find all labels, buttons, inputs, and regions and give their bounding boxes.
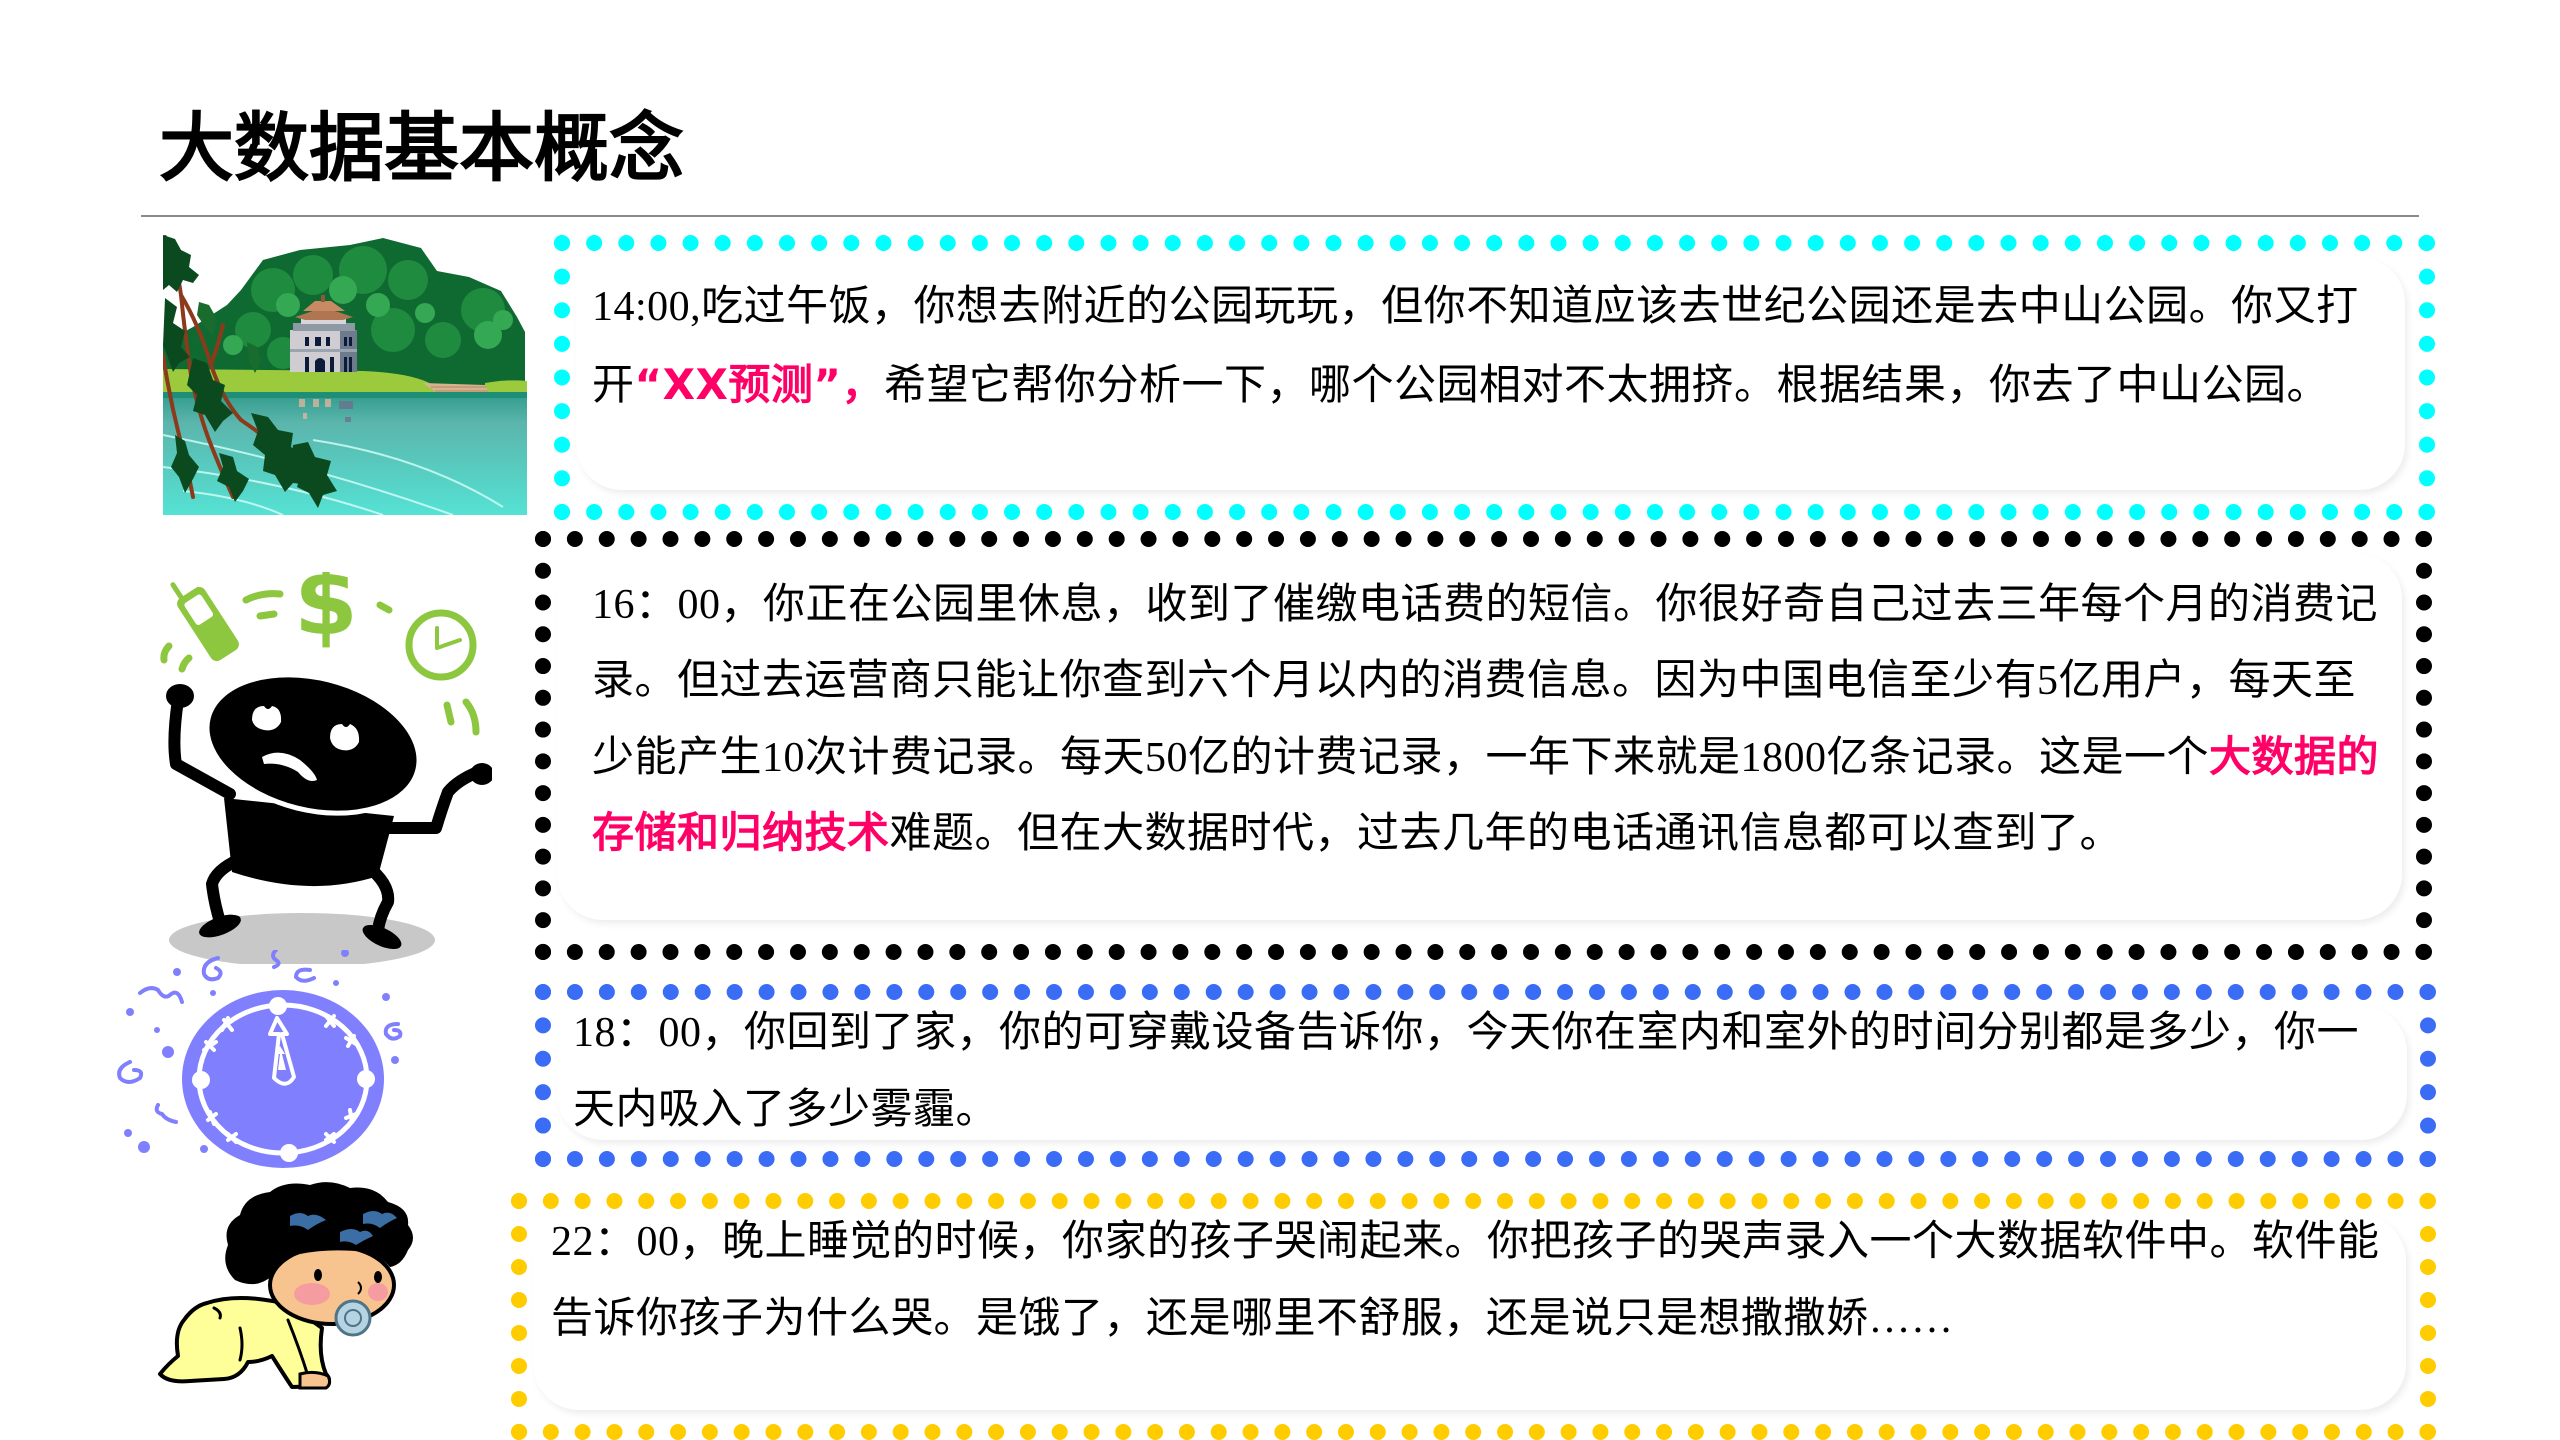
text-segment: 难题。但在大数据时代，过去几年的电话通讯信息都可以查到了。 [889, 811, 2123, 857]
juggling-phone-money-clock-illustration: $ [160, 572, 492, 964]
scenario-card-1600 [535, 531, 2432, 960]
scenario-card-1800 [535, 984, 2436, 1167]
text-segment: 18：00，你回到了家，你的可穿戴设备告诉你，今天你在室内和室外的时间分别都是多… [573, 1010, 2360, 1056]
clock-icon [405, 609, 477, 681]
clock-illustration [117, 950, 403, 1168]
text-segment: 告诉你孩子为什么哭。是饿了，还是哪里不舒服，还是说只是想撒撒娇…… [551, 1296, 1954, 1342]
park-with-pagoda-illustration [163, 235, 527, 515]
text-line: 录。但过去运营商只能让你查到六个月以内的消费信息。因为中国电信至少有5亿用户，每… [592, 643, 2379, 719]
text-line: 14:00,吃过午饭，你想去附近的公园玩玩，但你不知道应该去世纪公园还是去中山公… [592, 269, 2359, 346]
text-segment: 22：00，晚上睡觉的时候，你家的孩子哭闹起来。你把孩子的哭声录入一个大数据软件… [551, 1219, 2380, 1265]
scenario-text-1800: 18：00，你回到了家，你的可穿戴设备告诉你，今天你在室内和室外的时间分别都是多… [573, 995, 2359, 1149]
text-segment: 天内吸入了多少雾霾。 [573, 1087, 999, 1133]
text-line: 少能产生10次计费记录。每天50亿的计费记录，一年下来就是1800亿条记录。这是… [592, 719, 2379, 795]
text-line: 存储和归纳技术难题。但在大数据时代，过去几年的电话通讯信息都可以查到了。 [592, 795, 2379, 871]
dollar-icon: $ [294, 572, 358, 656]
text-segment: 录。但过去运营商只能让你查到六个月以内的消费信息。因为中国电信至少有5亿用户，每… [592, 658, 2357, 704]
scenario-text-1400: 14:00,吃过午饭，你想去附近的公园玩玩，但你不知道应该去世纪公园还是去中山公… [592, 269, 2359, 423]
text-segment: 少能产生10次计费记录。每天50亿的计费记录，一年下来就是1800亿条记录。这是… [592, 735, 2210, 781]
text-line: 22：00，晚上睡觉的时候，你家的孩子哭闹起来。你把孩子的哭声录入一个大数据软件… [551, 1204, 2380, 1281]
crawling-baby-illustration [158, 1182, 413, 1390]
text-line: 开“XX预测”，希望它帮你分析一下，哪个公园相对不太拥挤。根据结果，你去了中山公… [592, 346, 2359, 423]
text-segment: 开 [592, 363, 635, 409]
text-segment: 14:00,吃过午饭，你想去附近的公园玩玩，但你不知道应该去世纪公园还是去中山公… [592, 284, 2359, 330]
highlight-big-data: 大数据的 [2209, 732, 2380, 781]
scenario-text-1600: 16：00，你正在公园里休息，收到了催缴电话费的短信。你很好奇自己过去三年每个月… [592, 567, 2379, 871]
scenario-text-2200: 22：00，晚上睡觉的时候，你家的孩子哭闹起来。你把孩子的哭声录入一个大数据软件… [551, 1204, 2380, 1358]
scenario-card-2200 [511, 1193, 2436, 1440]
text-segment: 16：00，你正在公园里休息，收到了催缴电话费的短信。你很好奇自己过去三年每个月… [592, 582, 2379, 628]
text-line: 18：00，你回到了家，你的可穿戴设备告诉你，今天你在室内和室外的时间分别都是多… [573, 995, 2359, 1072]
text-line: 天内吸入了多少雾霾。 [573, 1072, 2359, 1149]
text-line: 16：00，你正在公园里休息，收到了催缴电话费的短信。你很好奇自己过去三年每个月… [592, 567, 2379, 643]
scenario-card-1400 [554, 235, 2435, 520]
phone-icon [170, 582, 239, 662]
pacifier-icon [334, 1299, 372, 1337]
highlight-storage-tech: 存储和归纳技术 [592, 808, 890, 857]
slide-title: 大数据基本概念 [159, 104, 685, 192]
highlight-xx-forecast: “XX预测”， [634, 360, 884, 409]
text-line: 告诉你孩子为什么哭。是饿了，还是哪里不舒服，还是说只是想撒撒娇…… [551, 1281, 2380, 1358]
text-segment: 希望它帮你分析一下，哪个公园相对不太拥挤。根据结果，你去了中山公园。 [884, 363, 2330, 409]
title-divider [141, 215, 2419, 217]
